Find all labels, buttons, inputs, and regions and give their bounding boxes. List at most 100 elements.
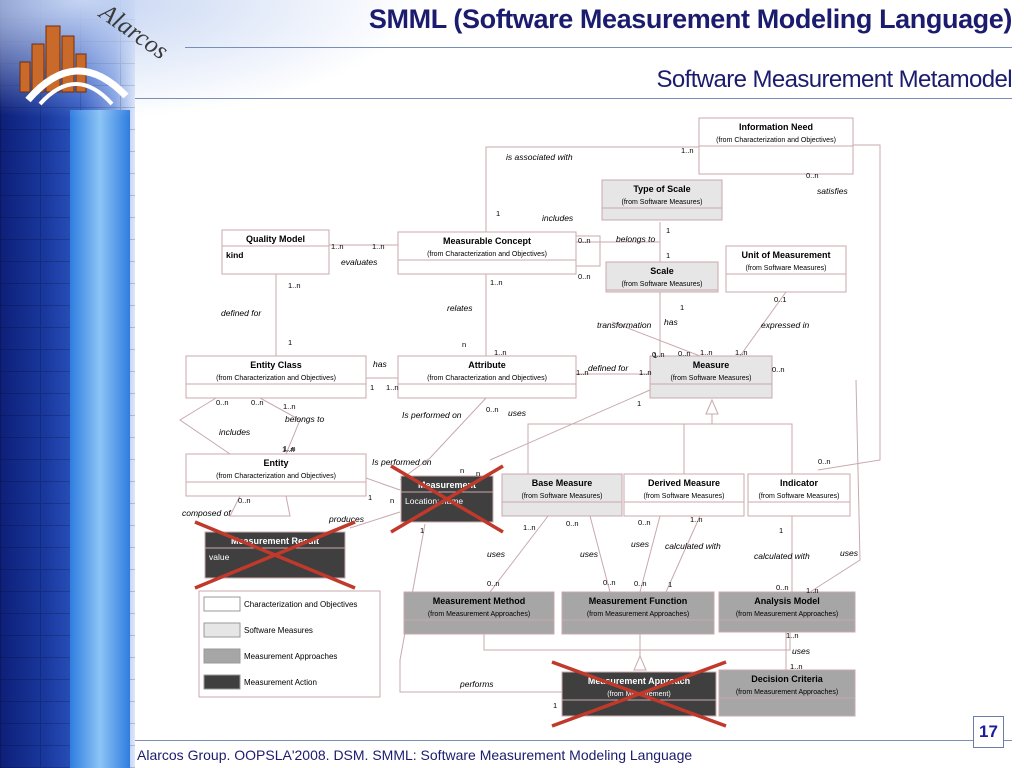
association-label: Is performed on bbox=[372, 457, 432, 467]
class-unit-of-measurement: Unit of Measurement(from Software Measur… bbox=[725, 245, 847, 293]
class-attribute: Location: name bbox=[405, 496, 463, 506]
connector-is-associated-with bbox=[485, 146, 699, 232]
multiplicity: 1..n bbox=[523, 523, 536, 532]
connector-uses-function-base bbox=[589, 515, 611, 593]
generalization-arrow-approach bbox=[633, 654, 647, 671]
column-decoration bbox=[70, 110, 130, 768]
multiplicity: 1 bbox=[288, 338, 292, 347]
multiplicity: 1..n bbox=[331, 242, 344, 251]
class-box bbox=[718, 669, 856, 717]
class-measurement-function: Measurement Function(from Measurement Ap… bbox=[561, 591, 715, 635]
class-derived-measure: Derived Measure(from Software Measures) bbox=[623, 473, 745, 517]
class-measurement-method: Measurement Method(from Measurement Appr… bbox=[403, 591, 555, 635]
multiplicity: 1..n bbox=[386, 383, 399, 392]
class-package: (from Software Measures) bbox=[644, 493, 725, 500]
multiplicity: 0..n bbox=[487, 579, 500, 588]
class-box bbox=[397, 355, 577, 399]
class-name: Indicator bbox=[780, 478, 819, 488]
association-label: belongs to bbox=[616, 234, 655, 244]
multiplicity: n bbox=[460, 466, 464, 475]
strike-marks bbox=[194, 464, 727, 728]
multiplicity: 1 bbox=[653, 351, 657, 360]
class-name: Measure bbox=[693, 360, 730, 370]
class-name: Information Need bbox=[739, 122, 813, 132]
multiplicity: 1..n bbox=[735, 348, 748, 357]
class-name: Measurement Method bbox=[433, 596, 526, 606]
multiplicity: 0..n bbox=[806, 171, 819, 180]
class-name: Base Measure bbox=[532, 478, 593, 488]
class-name: Decision Criteria bbox=[751, 674, 824, 684]
class-name: Measurement bbox=[418, 480, 476, 490]
class-package: (from Measurement Approaches) bbox=[736, 689, 838, 696]
page-number: 17 bbox=[973, 716, 1004, 748]
strike-measurement bbox=[390, 464, 504, 534]
multiplicity: 1..n bbox=[681, 146, 694, 155]
strike-line bbox=[194, 520, 356, 590]
connector-uses-function-derived bbox=[639, 515, 661, 593]
class-decision-criteria: Decision Criteria (from Measurement Appro… bbox=[718, 669, 856, 717]
multiplicity: 0..n bbox=[251, 398, 264, 407]
multiplicity: 0..n bbox=[578, 236, 591, 245]
association-label: calculated with bbox=[754, 551, 810, 561]
association-label: defined for bbox=[221, 308, 262, 318]
class-attribute: kind bbox=[226, 250, 243, 260]
multiplicity: 0..n bbox=[776, 583, 789, 592]
class-name: Measurable Concept bbox=[443, 236, 531, 246]
multiplicity: 0..n bbox=[678, 349, 691, 358]
class-box bbox=[725, 245, 847, 293]
multiplicity: 1 bbox=[779, 526, 783, 535]
class-box bbox=[601, 179, 723, 221]
multiplicity: 1..n bbox=[700, 348, 713, 357]
association-label: calculated with bbox=[665, 541, 721, 551]
class-name: Measurement Result bbox=[231, 536, 319, 546]
class-package: (from Software Measures) bbox=[522, 493, 603, 500]
multiplicity: 1 bbox=[368, 493, 372, 502]
class-package: (from Measurement Approaches) bbox=[587, 611, 689, 618]
multiplicity: 1..n bbox=[806, 586, 819, 595]
class-boxes: Information Need(from Characterization a… bbox=[185, 117, 856, 717]
class-box bbox=[747, 473, 851, 517]
connector-generalization bbox=[527, 423, 793, 474]
class-package: (from Software Measures) bbox=[746, 265, 827, 272]
multiplicity: 0..n bbox=[634, 579, 647, 588]
association-label: uses bbox=[840, 548, 859, 558]
class-type-of-scale: Type of Scale(from Software Measures) bbox=[601, 179, 723, 221]
association-label: defined for bbox=[588, 363, 629, 373]
class-name: Entity bbox=[263, 458, 288, 468]
association-label: uses bbox=[487, 549, 506, 559]
class-box bbox=[623, 473, 745, 517]
connector-includes-entity bbox=[179, 397, 231, 455]
association-label: uses bbox=[508, 408, 527, 418]
connector-includes-self bbox=[576, 235, 601, 267]
association-label: uses bbox=[631, 539, 650, 549]
multiplicity: 1..n bbox=[790, 662, 803, 671]
multiplicity: 0..n bbox=[578, 272, 591, 281]
association-label: uses bbox=[792, 646, 811, 656]
footer-rule bbox=[135, 740, 1012, 741]
class-box bbox=[397, 231, 577, 275]
multiplicity: 0..1 bbox=[774, 295, 787, 304]
class-box bbox=[185, 453, 367, 497]
multiplicity: 1..n bbox=[786, 631, 799, 640]
strike-line bbox=[551, 660, 727, 728]
class-information-need: Information Need(from Characterization a… bbox=[698, 117, 854, 175]
class-attribute: value bbox=[209, 552, 230, 562]
multiplicity: 1..n bbox=[639, 368, 652, 377]
association-label: composed of bbox=[182, 508, 232, 518]
class-measure: Measure(from Software Measures) bbox=[649, 355, 773, 399]
class-attribute: Attribute(from Characterization and Obje… bbox=[397, 355, 577, 399]
association-label: includes bbox=[219, 427, 251, 437]
association-label: transformation bbox=[597, 320, 652, 330]
association-label: performs bbox=[459, 679, 494, 689]
connector-expressed-in bbox=[739, 291, 787, 357]
class-box bbox=[501, 473, 623, 517]
multiplicity: 1..n bbox=[283, 402, 296, 411]
multiplicity: 1 bbox=[680, 303, 684, 312]
legend-label: Software Measures bbox=[244, 626, 313, 635]
strike-measurement-result bbox=[194, 520, 356, 590]
association-label: satisfies bbox=[817, 186, 848, 196]
connector-approach-generalization bbox=[483, 632, 791, 664]
connector-uses-indicator bbox=[809, 379, 861, 593]
